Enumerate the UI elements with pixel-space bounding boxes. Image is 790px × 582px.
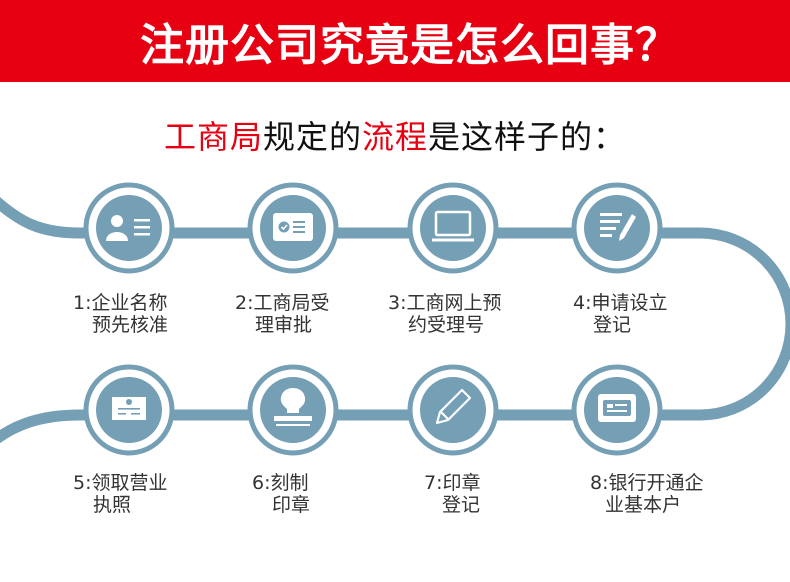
stamp-icon [274, 388, 312, 426]
id-card-person-icon [106, 215, 150, 241]
subtitle-text: 规定的 [262, 118, 362, 156]
step-1-node [83, 182, 175, 274]
step-6-label: 6:刻制 印章 [252, 472, 311, 516]
laptop-icon [432, 210, 474, 242]
step-5-node [83, 364, 175, 456]
header-banner: 注册公司究竟是怎么回事？ [0, 0, 790, 82]
subtitle-highlight-process: 流程 [362, 118, 429, 156]
pencil-icon [435, 388, 472, 425]
certificate-check-icon [273, 213, 313, 241]
step-8-node [571, 364, 663, 456]
step-7-label: 7:印章 登记 [424, 472, 481, 516]
document-pen-icon [600, 213, 636, 241]
step-2-label: 2:工商局受 理审批 [235, 292, 330, 336]
step-2-node [247, 182, 339, 274]
step-6-node [247, 364, 339, 456]
step-5-label: 5:领取营业 执照 [73, 472, 168, 516]
step-1-label: 1:企业名称 预先核准 [73, 292, 169, 336]
bank-card-icon [598, 394, 636, 422]
subtitle: 工商局规定的流程是这样子的： [0, 112, 790, 158]
step-3-node [407, 182, 499, 274]
step-8-label: 8:银行开通企 业基本户 [590, 472, 704, 516]
subtitle-highlight-authority: 工商局 [163, 118, 263, 156]
subtitle-text-end: 是这样子的： [428, 118, 627, 156]
page-title: 注册公司究竟是怎么回事？ [140, 20, 680, 71]
flow-track [0, 197, 790, 444]
step-7-node [407, 364, 499, 456]
step-4-node [571, 182, 663, 274]
step-3-label: 3:工商网上预 约受理号 [388, 292, 502, 336]
business-license-icon [112, 397, 146, 420]
step-4-label: 4:申请设立 登记 [573, 292, 668, 336]
